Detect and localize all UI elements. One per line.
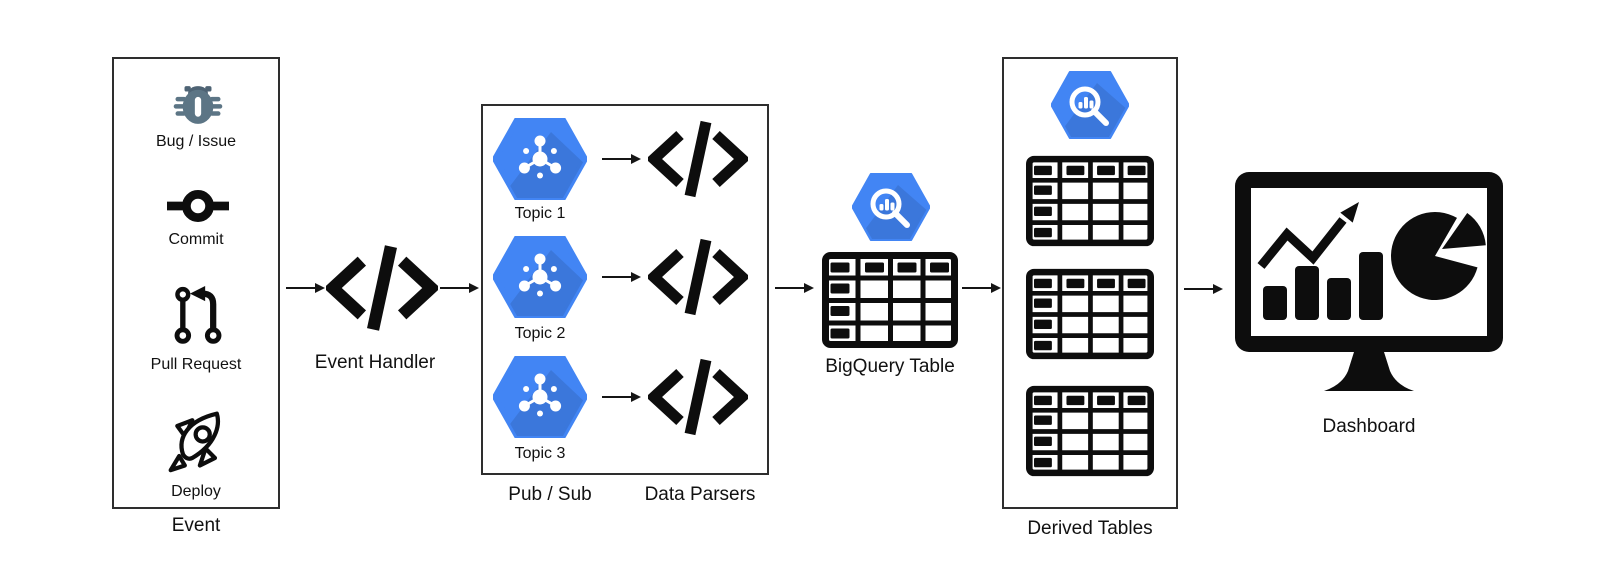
pull-request-icon bbox=[174, 285, 222, 344]
flow-arrow bbox=[962, 283, 1001, 293]
table-icon bbox=[1026, 268, 1154, 360]
rocket-icon bbox=[168, 411, 220, 473]
topic-label: Topic 2 bbox=[514, 325, 566, 342]
topic-label: Topic 3 bbox=[514, 445, 566, 462]
pubsub-topic-icon bbox=[493, 236, 587, 318]
event-item-label: Pull Request bbox=[150, 356, 242, 373]
flow-arrow bbox=[286, 283, 325, 293]
derived-tables-label: Derived Tables bbox=[1027, 518, 1153, 539]
data-parsers-label: Data Parsers bbox=[644, 484, 756, 505]
topic-arrow bbox=[602, 272, 641, 282]
bigquery-icon bbox=[852, 173, 930, 241]
code-icon-parser bbox=[648, 120, 748, 198]
pubsub-topic-icon bbox=[493, 118, 587, 200]
flow-arrow bbox=[775, 283, 814, 293]
topic-arrow bbox=[602, 154, 641, 164]
event-item-label: Commit bbox=[168, 231, 224, 248]
event-item-label: Deploy bbox=[171, 483, 221, 500]
dashboard-label: Dashboard bbox=[1322, 416, 1416, 437]
bigquery-icon bbox=[1051, 71, 1129, 139]
dashboard-monitor-icon bbox=[1235, 172, 1503, 391]
code-icon-parser bbox=[648, 238, 748, 316]
event-handler-label: Event Handler bbox=[314, 352, 436, 373]
bigquery-label: BigQuery Table bbox=[825, 356, 955, 377]
commit-icon bbox=[167, 190, 229, 222]
topic-label: Topic 1 bbox=[514, 205, 566, 222]
table-icon bbox=[1026, 155, 1154, 247]
pubsub-label: Pub / Sub bbox=[508, 484, 592, 505]
table-icon bbox=[1026, 385, 1154, 477]
pubsub-topic-icon bbox=[493, 356, 587, 438]
event-box: Bug / Issue Commit Pull Request bbox=[112, 57, 280, 509]
code-icon-event-handler bbox=[326, 245, 438, 331]
bug-icon bbox=[173, 86, 223, 124]
flow-arrow bbox=[1184, 284, 1223, 294]
flow-arrow bbox=[440, 283, 479, 293]
topic-arrow bbox=[602, 392, 641, 402]
event-item-label: Bug / Issue bbox=[155, 133, 237, 150]
table-icon bbox=[822, 252, 958, 348]
code-icon-parser bbox=[648, 358, 748, 436]
event-box-label: Event bbox=[171, 515, 221, 536]
